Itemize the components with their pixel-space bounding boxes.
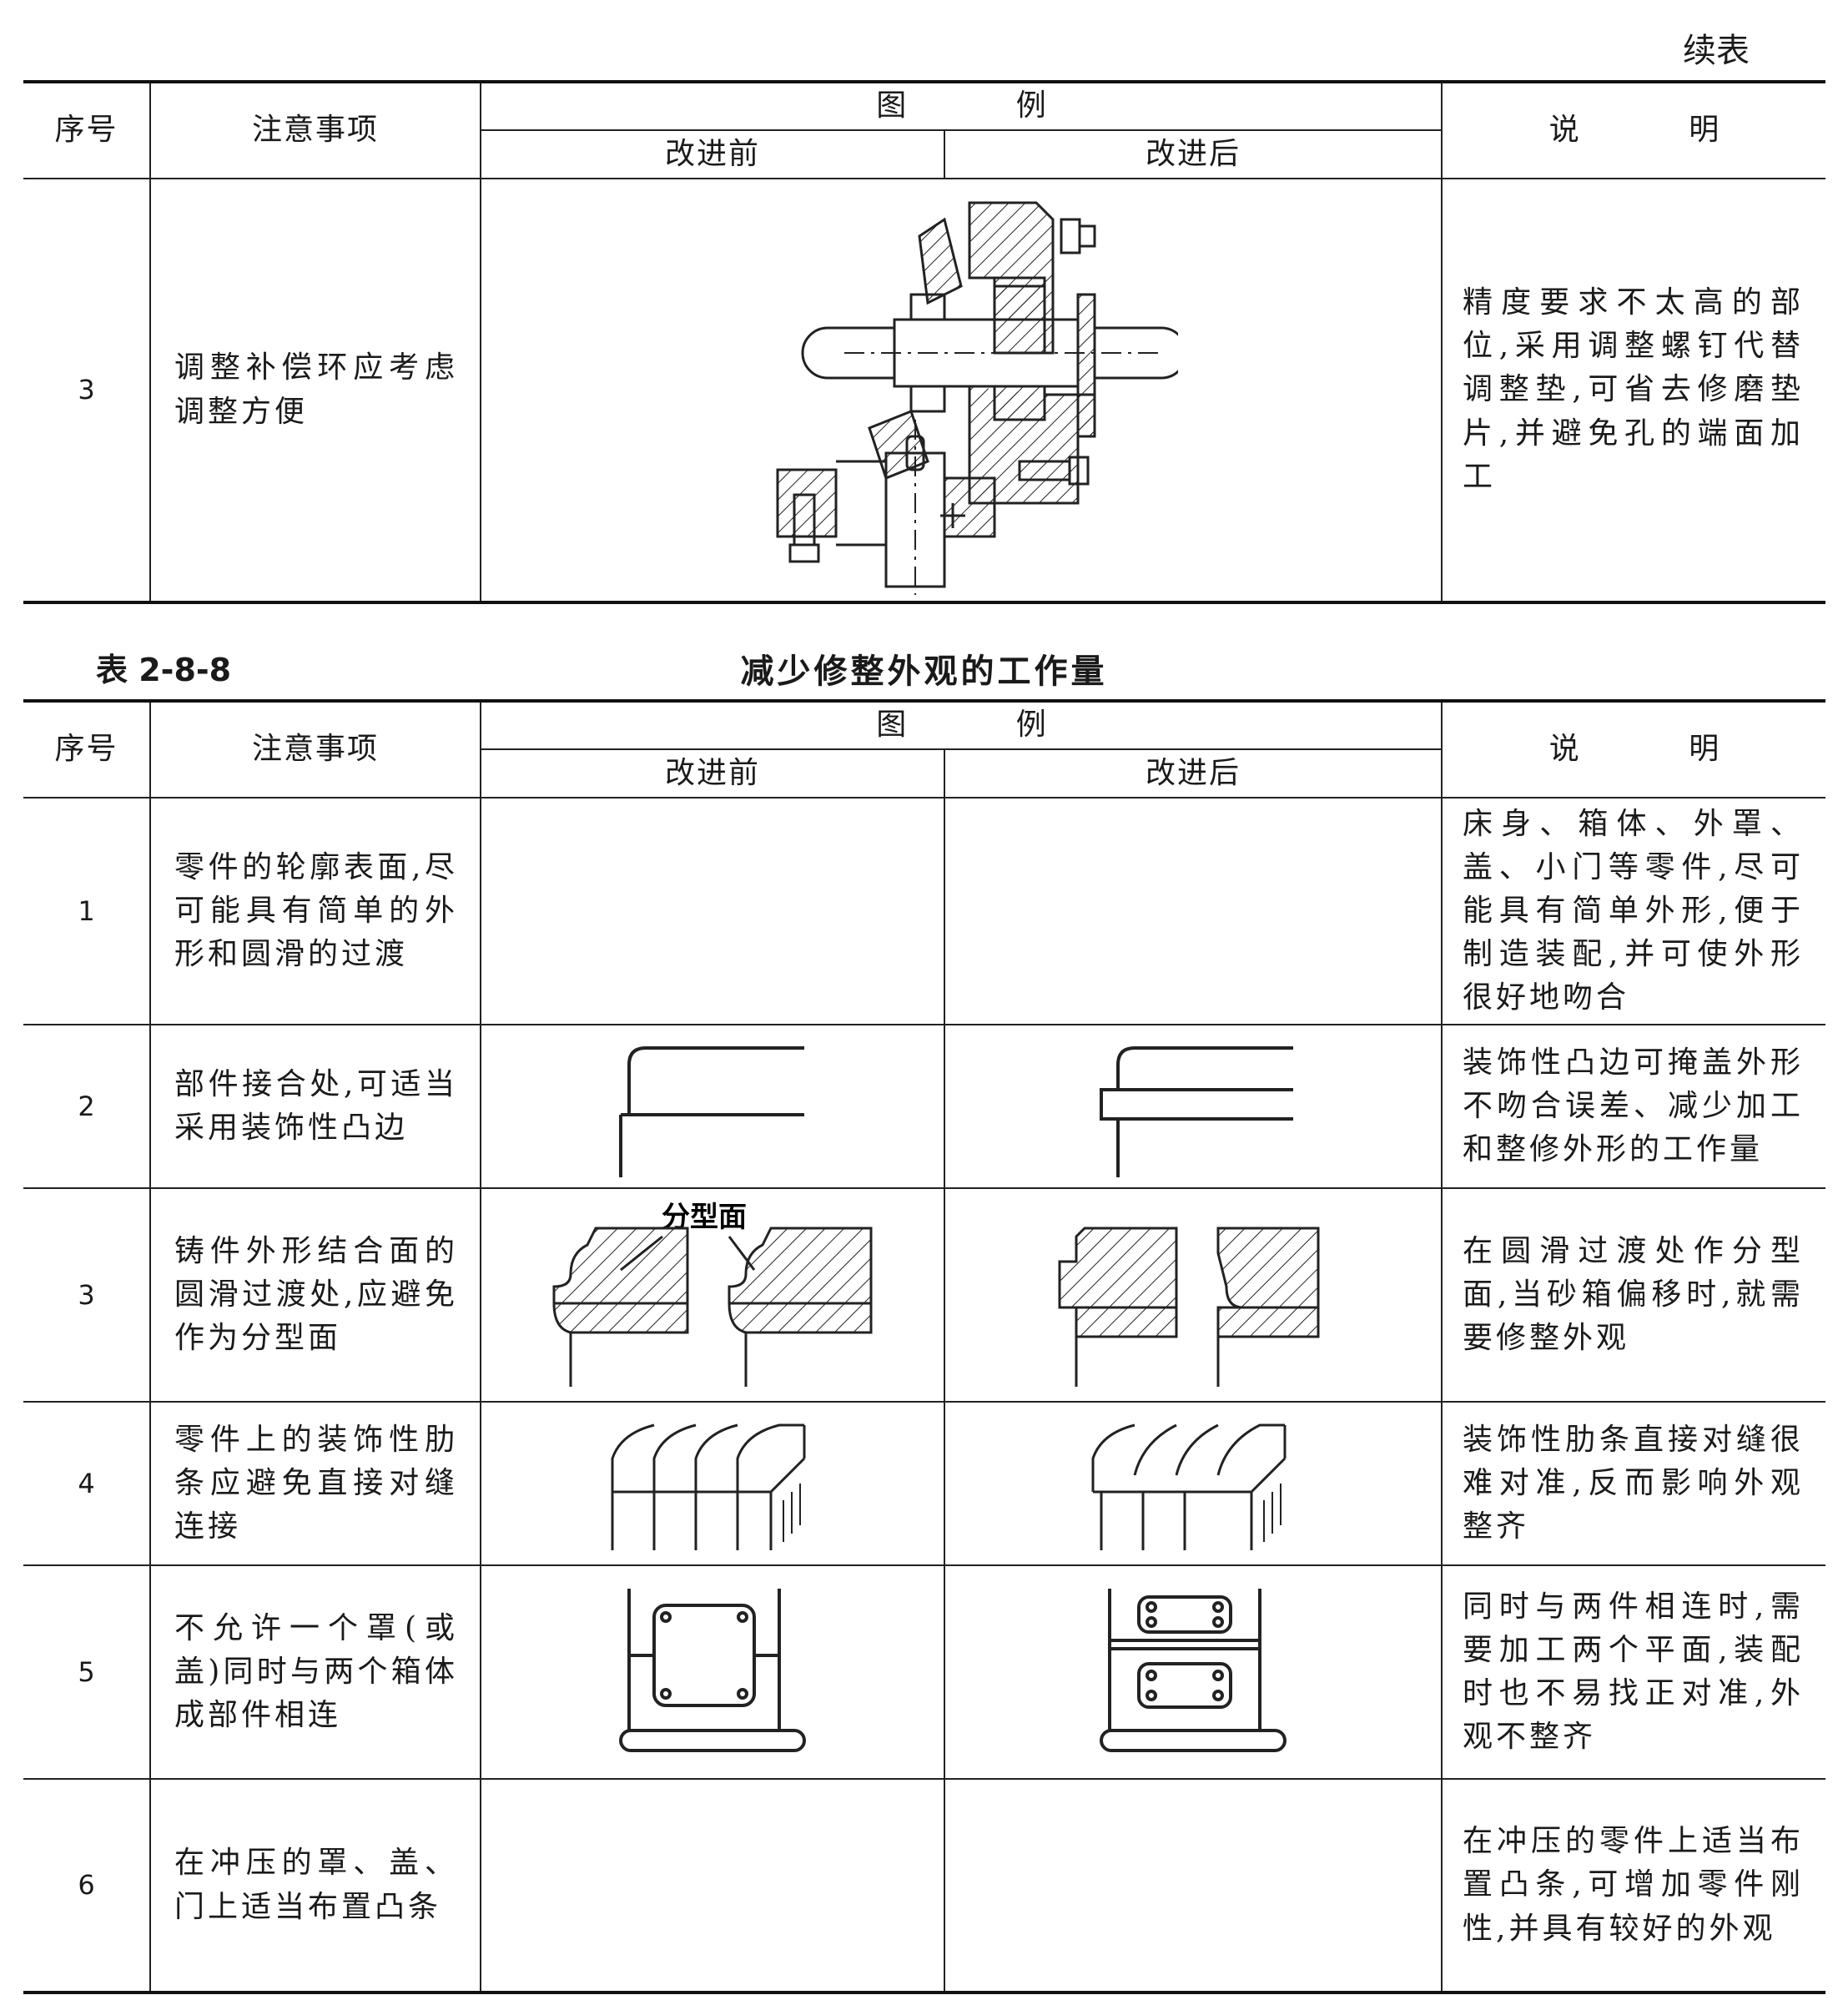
- parting-surface-before-diagram: 分型面: [552, 1201, 873, 1387]
- figure-before: [480, 1564, 945, 1780]
- row-desc: 同时与两件相连时,需要加工两个平面,装配时也不易找正对准,外观不整齐: [1441, 1564, 1826, 1780]
- header-note: 注意事项: [149, 699, 481, 799]
- figure-after: [943, 1024, 1443, 1189]
- table-row: 4 零件上的装饰性肋条应避免直接对缝连接: [23, 1401, 1826, 1566]
- table-row: 5 不允许一个罩(或盖)同时与两个箱体成部件相连: [23, 1564, 1826, 1780]
- row-note: 零件的轮廓表面,尽可能具有简单的外形和圆滑的过渡: [149, 797, 481, 1025]
- row-seq: 2: [23, 1024, 151, 1189]
- row-seq: 4: [23, 1401, 151, 1566]
- rib-joint-before-diagram: [611, 1423, 806, 1550]
- table-row: 3 铸件外形结合面的圆滑过渡处,应避免作为分型面 分型面: [23, 1187, 1826, 1403]
- bearing-assembly-diagram: [776, 201, 1178, 595]
- table-title: 减少修整外观的工作量: [740, 652, 1108, 691]
- row-note: 铸件外形结合面的圆滑过渡处,应避免作为分型面: [149, 1187, 481, 1403]
- header-desc: 说 明: [1441, 80, 1826, 179]
- table-row: 6 在冲压的罩、盖、门上适当布置凸条 在冲压的零件上适当布置凸条,可增加零件刚性…: [23, 1778, 1826, 1994]
- row-note: 零件上的装饰性肋条应避免直接对缝连接: [149, 1401, 481, 1566]
- figure-before: [480, 1401, 945, 1566]
- parting-surface-after-diagram: [1058, 1227, 1320, 1387]
- header-after: 改进后: [943, 748, 1443, 799]
- continued-table: 序号 注意事项 图 例 说 明 改进前 改进后 3 调整补偿环应考虑调整方便: [23, 80, 1826, 604]
- header-note: 注意事项: [149, 80, 481, 179]
- table-row: 3 调整补偿环应考虑调整方便: [23, 178, 1826, 604]
- row-note: 部件接合处,可适当采用装饰性凸边: [149, 1024, 481, 1189]
- header-before: 改进前: [481, 748, 945, 799]
- bearing-assembly-drawing: [479, 178, 1443, 604]
- row-desc: 精度要求不太高的部位,采用调整螺钉代替调整垫,可省去修磨垫片,并避免孔的端面加工: [1441, 178, 1826, 604]
- row-seq: 5: [23, 1564, 151, 1780]
- header-figure: 图 例: [479, 80, 1443, 131]
- continued-label: 续表: [1683, 32, 1750, 70]
- cover-two-boxes-after-diagram: [1100, 1589, 1287, 1752]
- header-after: 改进后: [943, 129, 1443, 179]
- row-note: 不允许一个罩(或盖)同时与两个箱体成部件相连: [149, 1564, 481, 1780]
- flange-joint-before-diagram: [619, 1046, 804, 1177]
- table-number: 表 2-8-8: [96, 652, 232, 688]
- header-before: 改进前: [481, 129, 945, 179]
- cover-two-boxes-before-diagram: [619, 1589, 806, 1752]
- figure-before: [480, 797, 945, 1025]
- header-seq: 序号: [23, 699, 151, 799]
- row-seq: 1: [23, 797, 151, 1025]
- row-desc: 装饰性肋条直接对缝很难对准,反而影响外观整齐: [1441, 1401, 1826, 1566]
- row-desc: 在冲压的零件上适当布置凸条,可增加零件刚性,并具有较好的外观: [1441, 1778, 1826, 1994]
- figure-after: [943, 1187, 1443, 1403]
- row-seq: 3: [23, 1187, 151, 1403]
- header-seq: 序号: [23, 80, 151, 179]
- header-figure: 图 例: [479, 699, 1443, 750]
- table-row: 2 部件接合处,可适当采用装饰性凸边 装饰性凸边可掩盖外形不吻合误差、减少加工和…: [23, 1024, 1826, 1189]
- table-row: 1 零件的轮廓表面,尽可能具有简单的外形和圆滑的过渡 床身、箱体、外罩、盖、小门…: [23, 797, 1826, 1025]
- flange-joint-after-diagram: [1100, 1046, 1293, 1177]
- appearance-table: 序号 注意事项 图 例 说 明 改进前 改进后 1 零件的轮廓表面,尽可能具有简…: [23, 699, 1826, 1994]
- row-seq: 6: [23, 1778, 151, 1994]
- row-desc: 在圆滑过渡处作分型面,当砂箱偏移时,就需要修整外观: [1441, 1187, 1826, 1403]
- figure-before: [480, 1024, 945, 1189]
- row-desc: 装饰性凸边可掩盖外形不吻合误差、减少加工和整修外形的工作量: [1441, 1024, 1826, 1189]
- figure-after: [943, 797, 1443, 1025]
- figure-before: [480, 1778, 945, 1994]
- row-desc: 床身、箱体、外罩、盖、小门等零件,尽可能具有简单外形,便于制造装配,并可使外形很…: [1441, 797, 1826, 1025]
- row-note: 调整补偿环应考虑调整方便: [149, 178, 481, 604]
- figure-after: [943, 1401, 1443, 1566]
- figure-after: [943, 1564, 1443, 1780]
- figure-after: [943, 1778, 1443, 1994]
- header-desc: 说 明: [1441, 699, 1826, 799]
- figure-before: 分型面: [480, 1187, 945, 1403]
- row-note: 在冲压的罩、盖、门上适当布置凸条: [149, 1778, 481, 1994]
- rib-joint-after-diagram: [1091, 1423, 1287, 1550]
- row-seq: 3: [23, 178, 151, 604]
